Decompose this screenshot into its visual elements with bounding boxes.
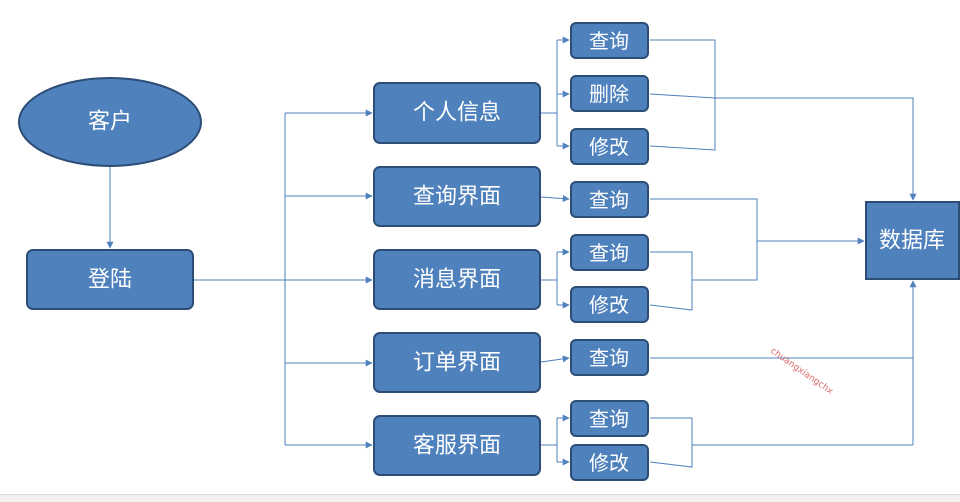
message-ui-node: 消息界面 xyxy=(373,249,541,310)
pi-modify-label: 修改 xyxy=(589,135,629,159)
pi-query-node: 查询 xyxy=(570,22,649,59)
m-modify-label: 修改 xyxy=(589,293,629,317)
database-node: 数据库 xyxy=(865,201,960,280)
watermark: chuangxiangchx xyxy=(768,346,835,397)
s-query-label: 查询 xyxy=(589,407,629,431)
personal-info-label: 个人信息 xyxy=(413,101,501,126)
s-modify-label: 修改 xyxy=(589,451,629,475)
message-ui-label: 消息界面 xyxy=(413,268,501,293)
database-label: 数据库 xyxy=(879,229,945,254)
q-query-label: 查询 xyxy=(589,188,629,212)
query-ui-node: 查询界面 xyxy=(373,166,541,227)
m-modify-node: 修改 xyxy=(570,286,649,323)
s-modify-node: 修改 xyxy=(570,444,649,481)
edge-mui-merge xyxy=(649,251,693,311)
query-ui-label: 查询界面 xyxy=(413,185,501,210)
order-ui-label: 订单界面 xyxy=(413,351,501,376)
pi-query-label: 查询 xyxy=(589,29,629,53)
pi-delete-label: 删除 xyxy=(589,82,629,106)
connector-lines xyxy=(106,36,917,468)
edge-pi-merge xyxy=(649,39,716,151)
personal-info-node: 个人信息 xyxy=(373,82,541,144)
edge-qui-merge xyxy=(650,198,758,281)
customer-label: 客户 xyxy=(88,110,132,135)
bottom-scroll-strip xyxy=(0,494,960,502)
customer-node: 客户 xyxy=(18,77,202,167)
pi-modify-node: 修改 xyxy=(570,128,649,165)
m-query-label: 查询 xyxy=(589,241,629,265)
edge-qui-query xyxy=(540,195,570,203)
s-query-node: 查询 xyxy=(570,400,649,437)
o-query-label: 查询 xyxy=(589,346,629,370)
service-ui-label: 客服界面 xyxy=(413,434,501,459)
login-node: 登陆 xyxy=(26,249,194,310)
pi-delete-node: 删除 xyxy=(570,75,649,112)
service-ui-node: 客服界面 xyxy=(373,415,541,476)
m-query-node: 查询 xyxy=(570,234,649,271)
order-ui-node: 订单界面 xyxy=(373,332,541,393)
edge-oui-query xyxy=(540,355,570,363)
o-query-node: 查询 xyxy=(570,339,649,376)
edge-oq-to-db xyxy=(650,280,917,359)
q-query-node: 查询 xyxy=(570,181,649,218)
login-label: 登陆 xyxy=(88,268,132,293)
edge-pi-to-db xyxy=(649,93,917,201)
edge-sui-merge xyxy=(649,417,693,468)
